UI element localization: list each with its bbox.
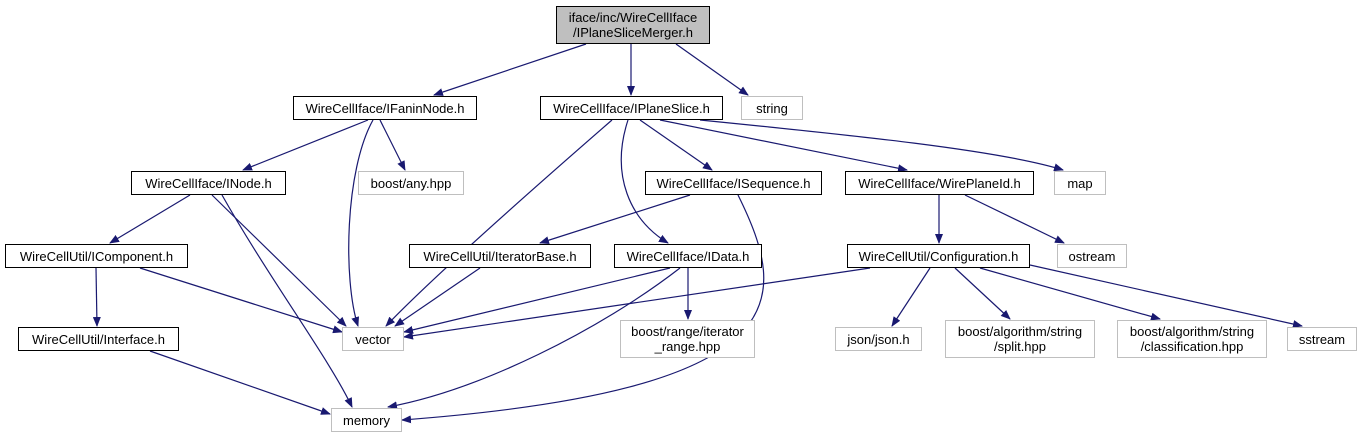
node-label: WireCellIface/INode.h [145, 175, 272, 191]
edge-iplaneslice-to-idata [620, 119, 669, 244]
node-label: WireCellIface/WirePlaneId.h [858, 175, 1021, 191]
node-label: vector [355, 331, 391, 347]
edge-configuration-to-json [891, 267, 931, 327]
node-label: WireCellIface/IPlaneSlice.h [553, 100, 710, 116]
node-label: boost/range/iterator _range.hpp [631, 324, 744, 354]
edge-ifanin-to-inode [242, 119, 369, 171]
edge-iplaneslice-to-isequence [639, 119, 713, 171]
node-icomponent[interactable]: WireCellUtil/IComponent.h [5, 244, 188, 268]
edge-isequence-to-iteratorbase [539, 194, 691, 245]
node-label: WireCellUtil/IComponent.h [19, 248, 174, 264]
node-boost-classification[interactable]: boost/algorithm/string /classification.h… [1117, 320, 1267, 358]
node-idata[interactable]: WireCellIface/IData.h [614, 244, 762, 268]
edge-ifanin-to-vector [348, 119, 374, 327]
node-label: json/json.h [847, 331, 910, 347]
edge-configuration-to-sstream [1029, 264, 1303, 328]
node-label: WireCellUtil/IteratorBase.h [423, 248, 577, 264]
node-label: sstream [1298, 331, 1346, 347]
edge-ifanin-to-boostany [379, 119, 406, 171]
edge-interface-to-memory [149, 350, 331, 415]
edge-iplaneslice-to-map [699, 119, 1064, 172]
edge-inode-to-icomponent [109, 194, 191, 244]
node-label: WireCellUtil/Configuration.h [858, 248, 1019, 264]
node-wireplaneid[interactable]: WireCellIface/WirePlaneId.h [845, 171, 1034, 195]
node-label: WireCellUtil/Interface.h [32, 331, 165, 347]
node-configuration[interactable]: WireCellUtil/Configuration.h [847, 244, 1030, 268]
node-label: WireCellIface/ISequence.h [656, 175, 811, 191]
edge-icomponent-to-vector [139, 267, 343, 334]
node-boost-split[interactable]: boost/algorithm/string /split.hpp [945, 320, 1095, 358]
edge-iplaneslice-to-vector [385, 119, 613, 327]
node-vector[interactable]: vector [342, 327, 404, 351]
node-iteratorbase[interactable]: WireCellUtil/IteratorBase.h [409, 244, 591, 268]
node-inode[interactable]: WireCellIface/INode.h [131, 171, 286, 195]
node-iplaneslicemerger[interactable]: iface/inc/WireCellIface /IPlaneSliceMerg… [556, 6, 710, 44]
node-label: memory [343, 412, 390, 428]
node-json[interactable]: json/json.h [835, 327, 922, 351]
edge-root-to-string [675, 43, 749, 96]
edge-configuration-to-vector [403, 267, 871, 340]
edge-configuration-to-classification [979, 267, 1161, 321]
edge-wireplaneid-to-ostream [964, 194, 1065, 244]
node-ifaninnode[interactable]: WireCellIface/IFaninNode.h [293, 96, 477, 120]
edge-idata-to-vector [403, 267, 671, 334]
node-label: map [1067, 175, 1093, 191]
node-label: boost/any.hpp [370, 175, 452, 191]
node-boost-any[interactable]: boost/any.hpp [358, 171, 464, 195]
edge-iteratorbase-to-vector [394, 267, 481, 327]
edge-inode-to-vector [211, 194, 347, 327]
node-label: iface/inc/WireCellIface /IPlaneSliceMerg… [568, 10, 698, 40]
node-string[interactable]: string [741, 96, 803, 120]
node-label: string [756, 100, 788, 116]
node-label: ostream [1068, 248, 1116, 264]
node-memory[interactable]: memory [331, 408, 402, 432]
node-boost-iterator-range[interactable]: boost/range/iterator _range.hpp [620, 320, 755, 358]
edge-inode-to-memory [221, 194, 353, 408]
edge-configuration-to-split [954, 267, 1011, 320]
edge-root-to-ifanin [433, 43, 587, 96]
node-label: WireCellIface/IFaninNode.h [305, 100, 465, 116]
node-interface[interactable]: WireCellUtil/Interface.h [18, 327, 179, 351]
node-label: WireCellIface/IData.h [626, 248, 750, 264]
node-ostream[interactable]: ostream [1057, 244, 1127, 268]
edge-icomponent-to-interface [92, 267, 101, 327]
node-iplaneslice[interactable]: WireCellIface/IPlaneSlice.h [540, 96, 723, 120]
node-label: boost/algorithm/string /split.hpp [957, 324, 1083, 354]
node-sstream[interactable]: sstream [1287, 327, 1357, 351]
edge-idata-to-memory [387, 267, 681, 410]
node-map[interactable]: map [1054, 171, 1106, 195]
node-isequence[interactable]: WireCellIface/ISequence.h [645, 171, 822, 195]
node-label: boost/algorithm/string /classification.h… [1129, 324, 1255, 354]
edge-iplaneslice-to-wireplaneid [659, 119, 908, 173]
